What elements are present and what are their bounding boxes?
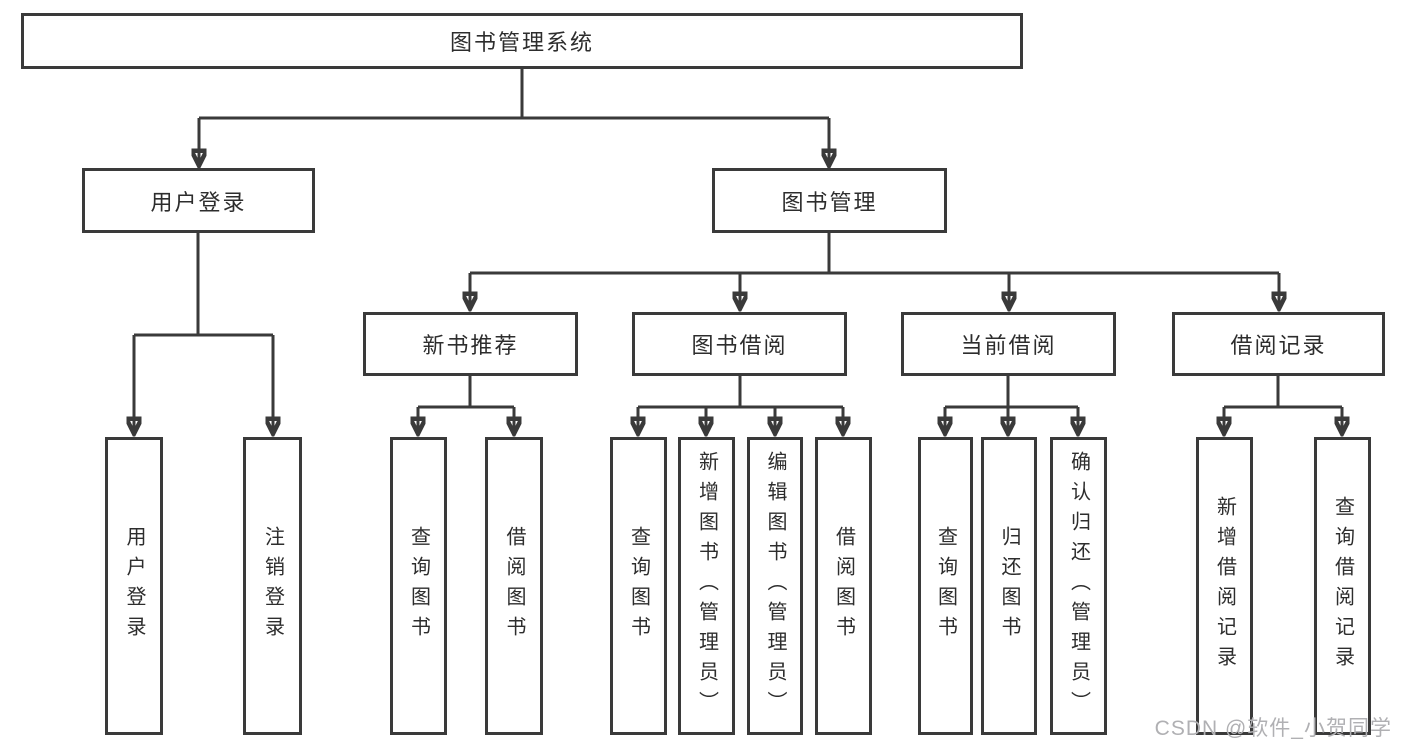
leaf-user-login: 用户登录	[105, 437, 163, 735]
leaf-query-books-current: 查询图书	[918, 437, 973, 735]
node-current-borrow: 当前借阅	[901, 312, 1116, 376]
node-borrow-records: 借阅记录	[1172, 312, 1385, 376]
leaf-add-borrow-record: 新增借阅记录	[1196, 437, 1253, 735]
node-user-login: 用户登录	[82, 168, 315, 233]
node-new-book-recommend: 新书推荐	[363, 312, 578, 376]
leaf-logout: 注销登录	[243, 437, 302, 735]
watermark: CSDN @软件_小贺同学	[1154, 717, 1392, 740]
leaf-confirm-return-admin: 确认归还（管理员）	[1050, 437, 1107, 735]
leaf-edit-books-admin: 编辑图书（管理员）	[747, 437, 803, 735]
node-book-borrow: 图书借阅	[632, 312, 847, 376]
leaf-add-books-admin: 新增图书（管理员）	[678, 437, 735, 735]
leaf-query-books-borrow: 查询图书	[610, 437, 667, 735]
leaf-query-borrow-record: 查询借阅记录	[1314, 437, 1371, 735]
leaf-borrow-books: 借阅图书	[815, 437, 872, 735]
leaf-query-books-recommend: 查询图书	[390, 437, 447, 735]
leaf-return-books: 归还图书	[981, 437, 1037, 735]
leaf-borrow-books-recommend: 借阅图书	[485, 437, 543, 735]
node-library-management-system: 图书管理系统	[21, 13, 1023, 69]
node-book-management: 图书管理	[712, 168, 947, 233]
